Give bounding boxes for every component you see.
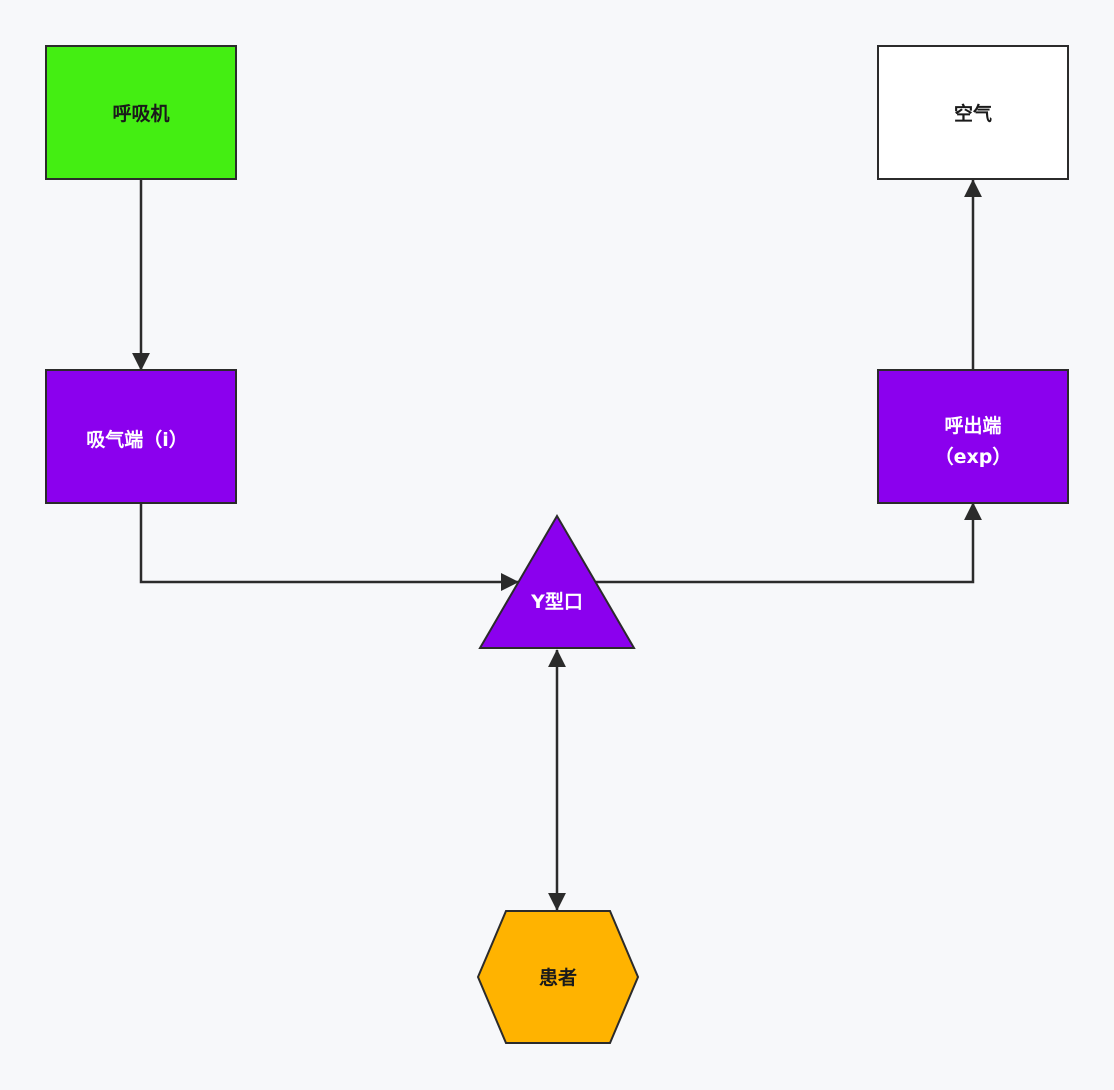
- edges: [132, 179, 982, 911]
- edge-inspiratory-to-y-piece: [139, 503, 519, 591]
- node-patient[interactable]: 患者: [476, 910, 640, 1044]
- node-patient-label: 患者: [539, 966, 577, 989]
- node-ventilator-label: 呼吸机: [112, 103, 169, 125]
- edge-y-piece-to-expiratory: [596, 502, 982, 584]
- node-air[interactable]: 空气: [877, 45, 1069, 180]
- node-expiratory-port-label-line2: （exp）: [935, 445, 1012, 468]
- node-expiratory-port-label-line1: 呼出端: [944, 414, 1001, 437]
- node-inspiratory-port-label: 吸气端（i）: [86, 428, 188, 451]
- node-air-label: 空气: [954, 102, 992, 125]
- node-y-piece[interactable]: Y型口: [478, 514, 636, 649]
- node-ventilator[interactable]: 呼吸机: [45, 45, 237, 180]
- node-expiratory-port[interactable]: 呼出端 （exp）: [877, 369, 1069, 504]
- node-y-piece-label: Y型口: [530, 590, 583, 613]
- node-inspiratory-port[interactable]: 吸气端（i）: [45, 369, 237, 504]
